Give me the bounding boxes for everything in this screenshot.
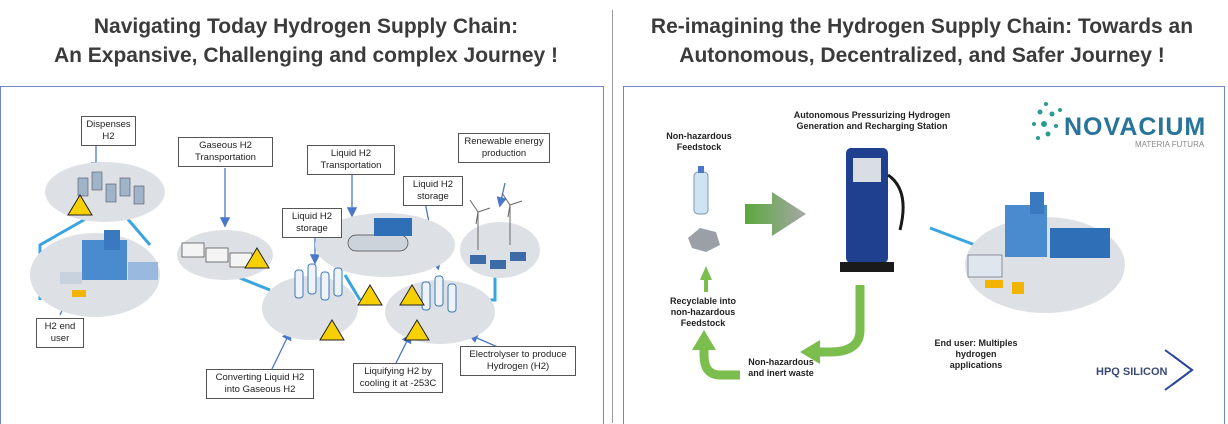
- right-title-line1: Re-imagining the Hydrogen Supply Chain: …: [650, 15, 1194, 38]
- right-green-arrows: [692, 266, 865, 380]
- left-trucks: [181, 218, 412, 268]
- left-solar-panels: [470, 252, 526, 269]
- right-title-line2: Autonomous, Decentralized, and Safer Jou…: [679, 44, 1165, 67]
- right-title: Re-imagining the Hydrogen Supply Chain: …: [616, 12, 1228, 70]
- label-converting: Converting Liquid H2 into Gaseous H2: [206, 369, 314, 399]
- label-recyclable: Recyclable into non-hazardous Feedstock: [669, 296, 737, 328]
- novacium-logo-text: NOVACIUM: [1064, 113, 1207, 141]
- left-tanks: [294, 263, 457, 313]
- left-title: Navigating Today Hydrogen Supply Chain: …: [0, 12, 612, 70]
- label-feedstock: Non-hazardous Feedstock: [666, 131, 732, 152]
- label-end-user-applications: End user: Multiples hydrogen application…: [934, 338, 1018, 370]
- center-divider: [612, 10, 613, 423]
- hpq-silicon-logo-text: HPQ SILICON: [1096, 366, 1168, 378]
- label-renewable: Renewable energy production: [458, 133, 550, 163]
- hpq-logo-mark: [1164, 349, 1194, 391]
- left-hazard-signs: [67, 194, 430, 341]
- right-factory: [965, 192, 1125, 313]
- novacium-tagline: MATERIA FUTURA: [1135, 140, 1205, 149]
- right-user-line: [929, 226, 976, 247]
- novacium-logo-mark: [1032, 102, 1062, 140]
- left-renewables: [469, 192, 523, 250]
- right-station: [840, 148, 905, 272]
- label-waste: Non-hazardous and inert waste: [748, 357, 814, 378]
- label-end-user: H2 end user: [36, 318, 84, 348]
- label-liquid-transport: Liquid H2 Transportation: [307, 145, 395, 175]
- label-liquid-storage-a: Liquid H2 storage: [282, 208, 342, 238]
- label-station: Autonomous Pressurizing Hydrogen Generat…: [793, 110, 951, 131]
- label-liquid-storage-b: Liquid H2 storage: [403, 176, 463, 206]
- label-gaseous-transport: Gaseous H2 Transportation: [178, 137, 273, 167]
- left-factory: [60, 230, 158, 297]
- label-liquifying: Liquifying H2 by cooling it at -253C: [353, 363, 443, 393]
- right-feedstock: [688, 166, 720, 252]
- left-title-line1: Navigating Today Hydrogen Supply Chain:: [93, 15, 519, 38]
- label-electrolyser: Electrolyser to produce Hydrogen (H2): [460, 346, 576, 376]
- label-dispenses: Dispenses H2: [81, 116, 136, 146]
- left-dispensers: [77, 171, 145, 205]
- right-diagram-panel: [623, 86, 1225, 424]
- left-title-line2: An Expansive, Challenging and complex Jo…: [53, 44, 559, 67]
- right-big-arrow: [745, 192, 806, 236]
